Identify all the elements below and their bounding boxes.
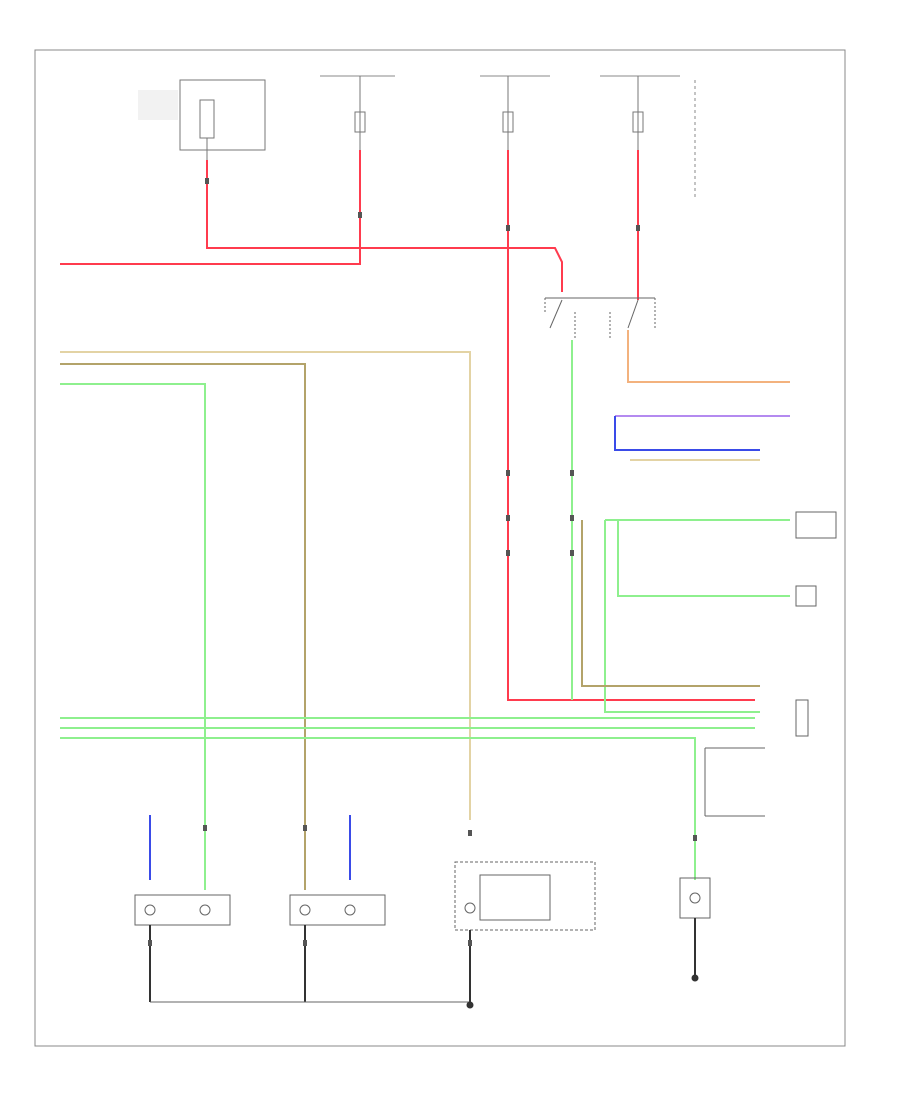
license-lamp (454, 861, 596, 931)
fuse-box-left-text (138, 90, 178, 120)
right-rear-combination-lamp (289, 894, 386, 926)
stop-lamp-switch (544, 297, 656, 340)
connector-marks (148, 178, 697, 946)
diagram-frame (34, 49, 846, 1047)
lamp-feed-wires (149, 815, 351, 880)
connector-right (704, 511, 837, 817)
left-rear-combination-lamp (134, 894, 231, 926)
high-mounted-stop-lamp (679, 877, 711, 919)
bottom-bus-wires (60, 717, 755, 880)
fuse-box-left (179, 79, 266, 160)
right-side-wires (571, 330, 790, 713)
top-supply-lines (320, 75, 696, 200)
power-wires (60, 150, 755, 701)
fuse-drops (354, 76, 644, 150)
ground-symbols (466, 974, 699, 1009)
ground-wires (149, 918, 696, 1003)
left-signal-wires (60, 351, 471, 890)
